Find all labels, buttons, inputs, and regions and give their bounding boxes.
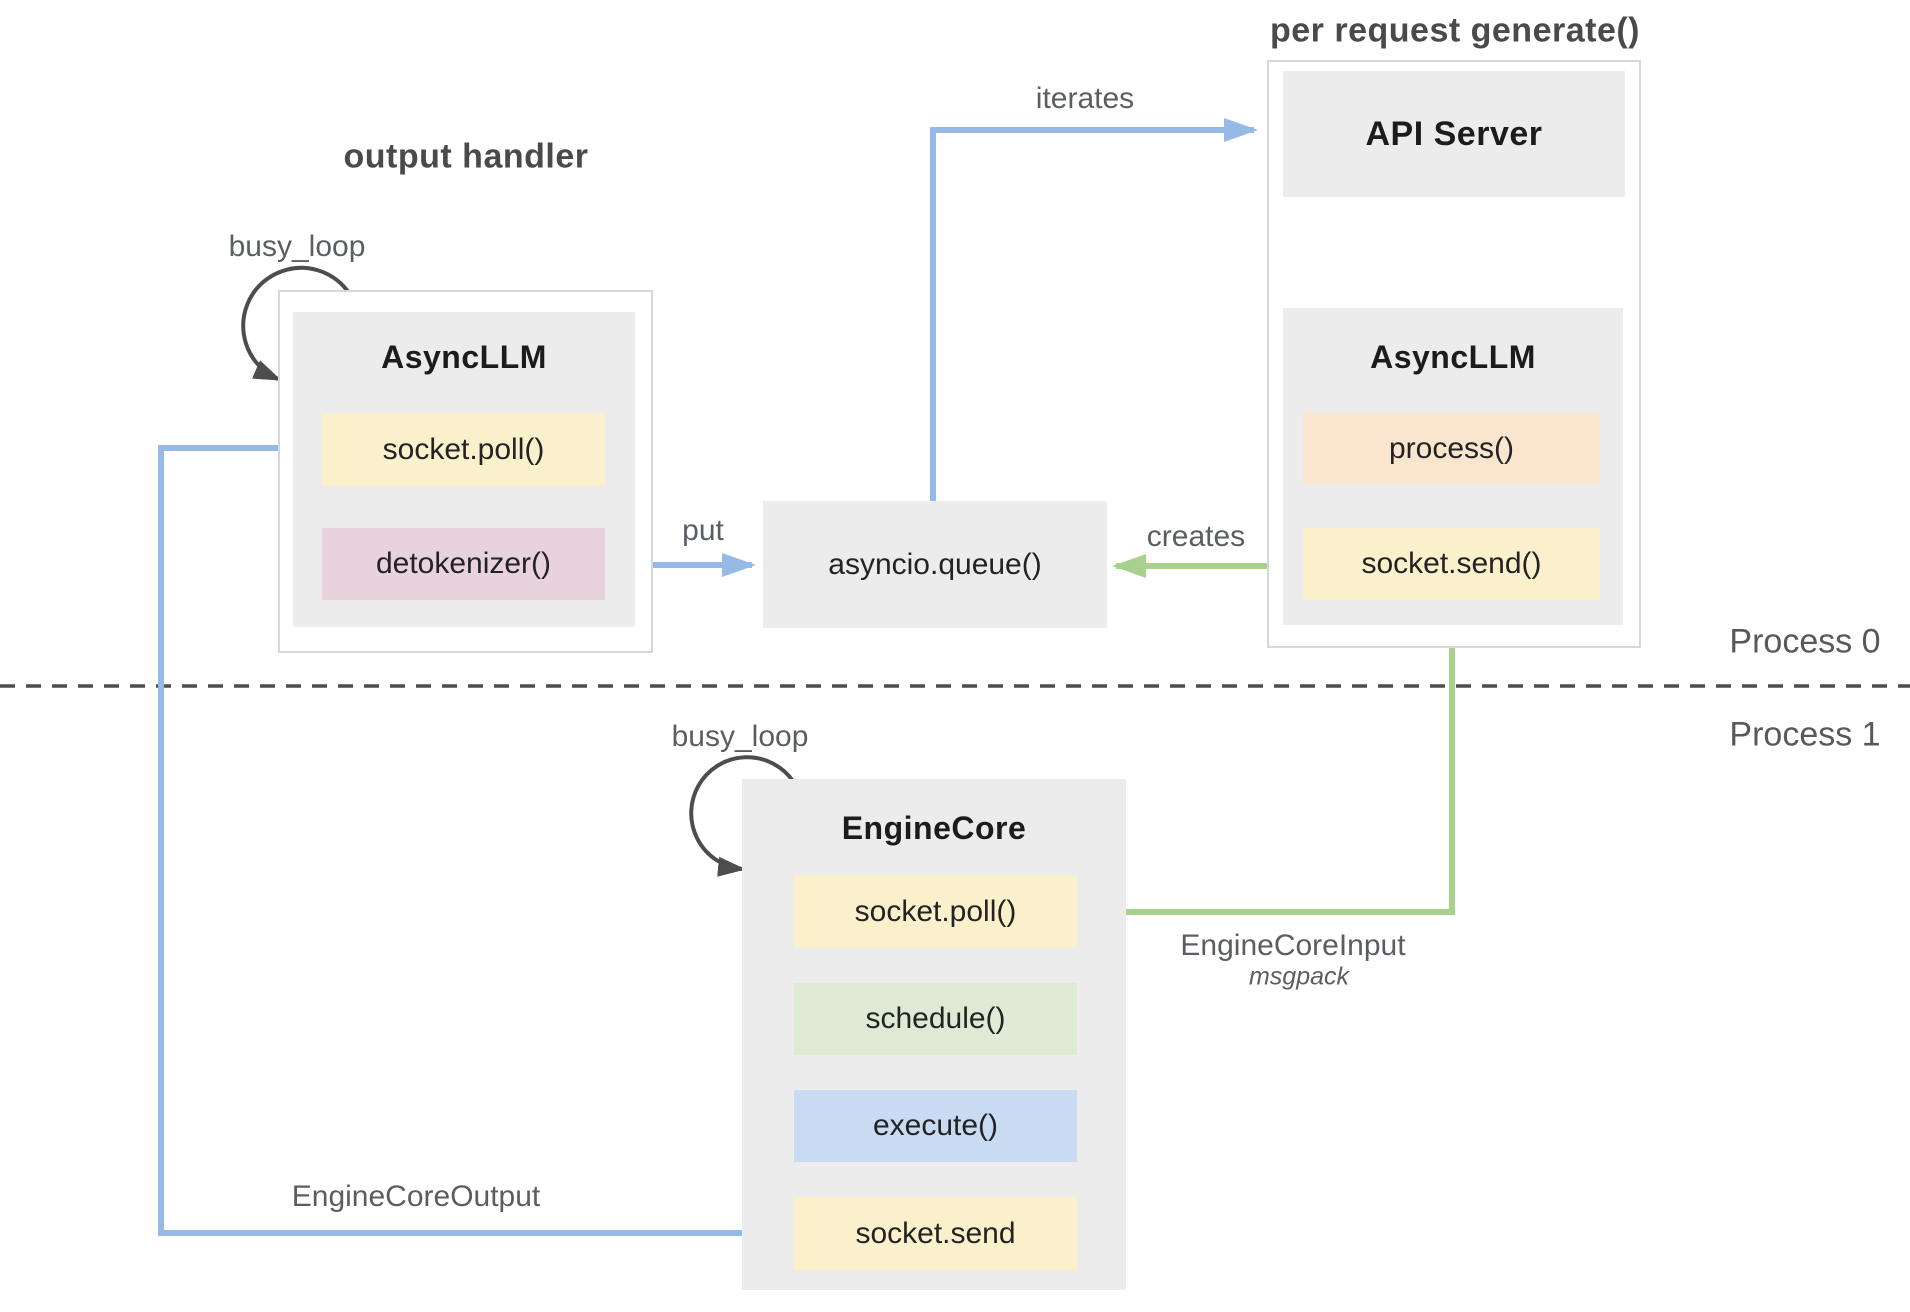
engine-core-panel: EngineCore socket.poll() schedule() exec… [742,779,1126,1290]
engine-socket-send-node: socket.send [794,1197,1077,1270]
socket-poll-left-label: socket.poll() [382,432,545,466]
engine-socket-poll-label: socket.poll() [854,894,1017,928]
asyncllm-left-panel: AsyncLLM socket.poll() detokenizer() [293,312,635,627]
engine-schedule-label: schedule() [865,1002,1006,1035]
engine-schedule-node: schedule() [794,983,1077,1055]
socket-send-right-label: socket.send() [1361,547,1542,580]
socket-poll-left-node: socket.poll() [322,413,605,486]
msgpack-label: msgpack [1248,962,1350,991]
per-request-generate-title: per request generate() [1270,11,1640,50]
asyncllm-right-heading: AsyncLLM [1370,339,1536,375]
output-handler-title: output handler [343,137,589,176]
busy-loop-label-output-handler: busy_loop [228,230,366,263]
process-0-label: Process 0 [1729,622,1881,661]
engine-execute-node: execute() [794,1090,1077,1162]
detokenizer-node: detokenizer() [322,528,605,600]
detokenizer-label: detokenizer() [375,547,552,580]
socket-send-right-node: socket.send() [1303,528,1600,600]
engine-core-heading: EngineCore [841,810,1027,846]
api-server-label: API Server [1365,114,1543,153]
asyncio-queue-node: asyncio.queue() [763,501,1107,628]
creates-label: creates [1146,520,1246,553]
engine-core-input-label: EngineCoreInput [1180,929,1406,962]
engine-socket-send-label: socket.send [855,1216,1016,1250]
put-label: put [682,514,724,547]
process-node: process() [1303,413,1600,484]
busy-loop-label-engine-core: busy_loop [671,720,809,753]
asyncllm-right-panel: AsyncLLM process() socket.send() [1283,308,1623,625]
engine-execute-label: execute() [872,1109,999,1142]
engine-socket-poll-node: socket.poll() [794,875,1077,948]
asyncio-queue-label: asyncio.queue() [828,547,1042,581]
arrow-iterates [930,118,1258,501]
iterates-label: iterates [1035,82,1135,115]
engine-core-output-label: EngineCoreOutput [291,1180,541,1213]
process-label: process() [1388,431,1515,465]
api-server-node: API Server [1283,71,1625,197]
process-1-label: Process 1 [1729,715,1881,754]
asyncllm-left-heading: AsyncLLM [381,339,547,375]
